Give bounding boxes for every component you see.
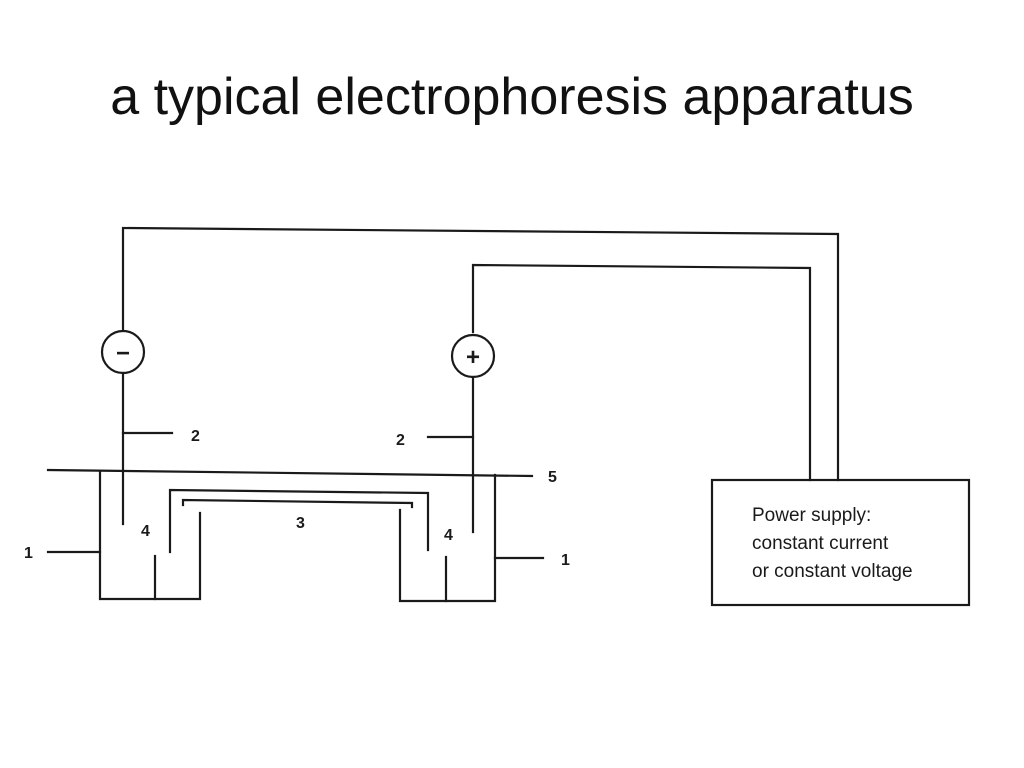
cover-plate xyxy=(46,468,534,478)
gel-strip-upper xyxy=(168,488,430,554)
label-electrode-left: 2 xyxy=(191,428,200,445)
label-buffer-left: 1 xyxy=(24,545,33,562)
label-electrode-right: 2 xyxy=(396,432,405,449)
gel-strip-lower xyxy=(181,498,414,509)
anode-wire xyxy=(471,263,812,482)
label-chamber-right: 4 xyxy=(444,527,453,544)
label-buffer-right: 1 xyxy=(561,552,570,569)
power-supply: Power supply: constant current or consta… xyxy=(710,478,971,607)
label-cover: 5 xyxy=(548,469,557,486)
cathode-symbol: − xyxy=(100,329,146,375)
slide-title: a typical electrophoresis apparatus xyxy=(110,68,914,126)
anode-sign: + xyxy=(466,344,480,371)
power-supply-line2: constant current xyxy=(752,533,889,554)
power-supply-line1: Power supply: xyxy=(752,505,871,526)
label-chamber-left: 4 xyxy=(141,523,150,540)
power-supply-box xyxy=(710,478,971,607)
cathode-wire xyxy=(121,226,840,482)
label-gel-strip: 3 xyxy=(296,515,305,532)
power-supply-line3: or constant voltage xyxy=(752,561,913,582)
anode-symbol: + xyxy=(450,333,496,379)
cathode-sign: − xyxy=(116,340,130,367)
left-chamber xyxy=(98,470,202,601)
right-chamber xyxy=(398,473,497,603)
